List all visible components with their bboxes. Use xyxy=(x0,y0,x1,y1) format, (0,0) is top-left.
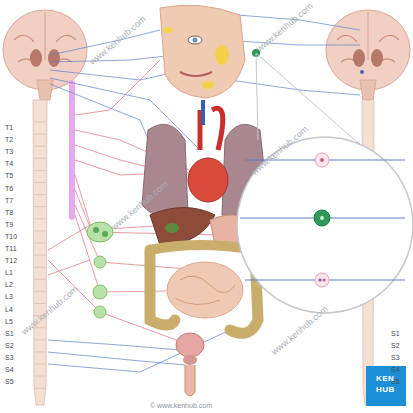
spinal-level-label: T9 xyxy=(5,221,13,228)
segment-line xyxy=(34,182,46,183)
spinal-level-label: T5 xyxy=(5,172,13,179)
segment-line xyxy=(34,388,46,389)
spinal-level-label: T10 xyxy=(5,233,17,240)
spinal-level-label: L3 xyxy=(5,293,13,300)
segment-line xyxy=(34,243,46,244)
segment-line xyxy=(34,279,46,280)
spinal-level-label: S5 xyxy=(5,378,14,385)
segment-line xyxy=(34,364,46,365)
segment-line xyxy=(34,158,46,159)
logo-text: KEN xyxy=(376,375,394,383)
spinal-level-label: S3 xyxy=(5,354,14,361)
segment-line xyxy=(34,134,46,135)
logo-text: HUB xyxy=(376,386,395,394)
spinal-level-label: T1 xyxy=(5,124,13,131)
segment-line xyxy=(34,376,46,377)
copyright-text: © www.kenhub.com xyxy=(150,402,212,409)
segment-line xyxy=(34,218,46,219)
segment-line xyxy=(34,303,46,304)
face xyxy=(160,5,260,98)
spinal-level-label: L5 xyxy=(5,318,13,325)
spinal-level-label: S2 xyxy=(391,342,400,349)
spinal-level-label: T3 xyxy=(5,148,13,155)
spinal-level-label: S4 xyxy=(5,366,14,373)
watermark: www.kenhub.com xyxy=(20,285,80,337)
spinal-level-label: S1 xyxy=(5,330,14,337)
spinal-level-label: T12 xyxy=(5,257,17,264)
spinal-level-label: S4 xyxy=(391,366,400,373)
segment-line xyxy=(34,146,46,147)
spinal-level-label: S1 xyxy=(391,330,400,337)
spinal-level-label: T2 xyxy=(5,136,13,143)
spinal-level-label: T6 xyxy=(5,185,13,192)
spinal-cord-left xyxy=(33,80,75,405)
ganglia xyxy=(87,222,113,318)
segment-line xyxy=(34,291,46,292)
magnifier-inset xyxy=(237,53,413,313)
spinal-level-label: S3 xyxy=(391,354,400,361)
segment-line xyxy=(34,122,46,123)
segment-line xyxy=(34,206,46,207)
segment-line xyxy=(34,267,46,268)
spinal-level-label: S2 xyxy=(5,342,14,349)
spinal-level-label: T8 xyxy=(5,209,13,216)
watermark: www.kenhub.com xyxy=(255,2,315,54)
spinal-level-label: L2 xyxy=(5,281,13,288)
spinal-level-label: L1 xyxy=(5,269,13,276)
segment-line xyxy=(34,170,46,171)
logo-square xyxy=(366,366,406,406)
segment-line xyxy=(34,255,46,256)
segment-line xyxy=(34,230,46,231)
spinal-level-label: T7 xyxy=(5,197,13,204)
spinal-level-label: T4 xyxy=(5,160,13,167)
segment-line xyxy=(34,339,46,340)
segment-line xyxy=(34,351,46,352)
spinal-level-label: T11 xyxy=(5,245,17,252)
watermark: www.kenhub.com xyxy=(270,305,330,357)
segment-line xyxy=(34,194,46,195)
spinal-level-label: L4 xyxy=(5,306,13,313)
